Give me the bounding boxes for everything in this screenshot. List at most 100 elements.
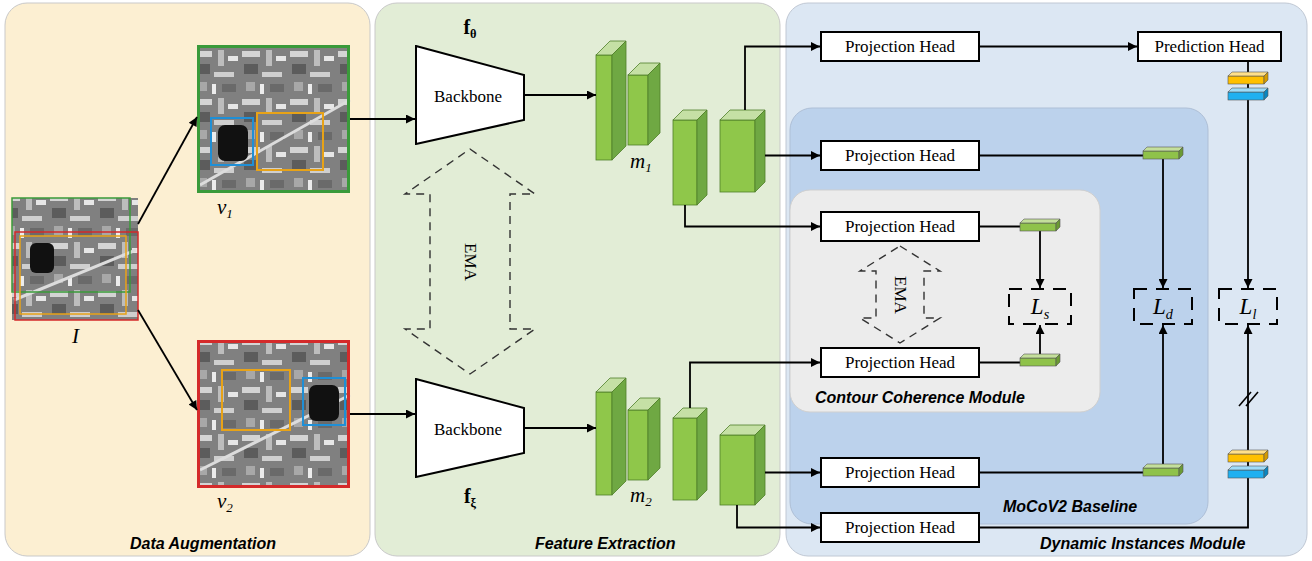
connector-arrow bbox=[765, 472, 820, 474]
module-panel: MoCoV2 BaselineProjection HeadContour Co… bbox=[790, 108, 1208, 524]
block-side bbox=[648, 63, 660, 145]
box-label: Projection Head bbox=[845, 463, 955, 483]
variable-label: I bbox=[72, 325, 79, 347]
instance-box bbox=[257, 113, 323, 170]
variable-label: m2 bbox=[630, 484, 652, 506]
connector-arrow bbox=[525, 94, 596, 96]
connector-arrow bbox=[765, 155, 820, 157]
module-panel: Dynamic Instances ModuleProjection HeadP… bbox=[786, 3, 1307, 556]
instance-box bbox=[211, 118, 253, 165]
backbone-encoder: Backbonefξ bbox=[415, 378, 525, 478]
head-box: Projection Head bbox=[820, 347, 980, 378]
backbone-encoder: fθBackbone bbox=[415, 45, 525, 145]
vector-top bbox=[1228, 466, 1268, 470]
green-vector bbox=[1020, 219, 1060, 231]
overlap-box bbox=[20, 236, 126, 314]
block-side bbox=[755, 110, 765, 192]
ema-double-arrow bbox=[860, 246, 940, 343]
head-box: Projection Head bbox=[820, 211, 980, 242]
head-box: Prediction Head bbox=[1137, 31, 1282, 62]
vector-side bbox=[1056, 354, 1060, 366]
vector-front bbox=[1228, 454, 1264, 462]
vector-side bbox=[1264, 88, 1268, 100]
block-front bbox=[628, 75, 648, 145]
subscript: d bbox=[1166, 305, 1173, 321]
image-view: v2 bbox=[197, 340, 350, 488]
connector-arrow bbox=[138, 117, 197, 224]
image-I bbox=[12, 198, 138, 320]
vector-top bbox=[1020, 219, 1060, 223]
view-border bbox=[199, 47, 349, 192]
vector-front bbox=[1228, 76, 1264, 84]
module-panel: Data Augmentation Iv1 v2 bbox=[5, 3, 370, 556]
block-side bbox=[697, 408, 707, 500]
panel-title: MoCoV2 Baseline bbox=[1003, 498, 1137, 516]
vector-top bbox=[1228, 450, 1268, 454]
subscript: θ bbox=[470, 27, 476, 41]
subscript: 2 bbox=[645, 494, 652, 509]
panel-title: Feature Extraction bbox=[535, 535, 675, 553]
encoder-shape bbox=[416, 379, 524, 477]
connector-arrow bbox=[745, 47, 820, 111]
green-vector bbox=[1143, 147, 1183, 159]
block-front bbox=[673, 418, 697, 500]
crop-box bbox=[12, 198, 130, 292]
module-panel: Contour Coherence ModuleProjection HeadL… bbox=[790, 190, 1100, 412]
subscript: 1 bbox=[226, 206, 233, 221]
vector-top bbox=[1143, 147, 1183, 151]
road bbox=[200, 100, 350, 185]
image-v1 bbox=[197, 45, 350, 193]
yellow-vector bbox=[1228, 450, 1268, 462]
crop-box bbox=[15, 232, 138, 320]
dashed-frame bbox=[1134, 289, 1192, 324]
blue-vector bbox=[1228, 466, 1268, 478]
variable-label: v1 bbox=[217, 196, 233, 218]
block-side bbox=[755, 425, 765, 505]
ema-double-arrow bbox=[405, 149, 535, 374]
feature-blocks-m2 bbox=[596, 378, 765, 505]
head-box: Projection Head bbox=[820, 31, 980, 62]
vector-top bbox=[1020, 354, 1060, 358]
connector-arrow bbox=[737, 505, 820, 528]
head-box: Projection Head bbox=[820, 457, 980, 488]
satellite-image bbox=[197, 340, 350, 488]
loss-label: Ll bbox=[1240, 295, 1257, 319]
box-label: Projection Head bbox=[845, 146, 955, 166]
box-label: Projection Head bbox=[845, 217, 955, 237]
panel-ground bbox=[5, 3, 370, 556]
pond bbox=[309, 385, 339, 421]
pond bbox=[218, 125, 248, 161]
vector-side bbox=[1056, 219, 1060, 231]
connector-arrow bbox=[980, 156, 1163, 289]
edge-label: EMA bbox=[461, 243, 479, 281]
vector-side bbox=[1264, 466, 1268, 478]
subscript: 1 bbox=[645, 160, 652, 175]
block-front bbox=[673, 120, 697, 205]
connector-arrow bbox=[525, 427, 596, 429]
box-label: Projection Head bbox=[845, 37, 955, 57]
block-side bbox=[612, 41, 626, 160]
vector-front bbox=[1143, 468, 1179, 476]
panel-title: Data Augmentation bbox=[130, 535, 276, 553]
panel-ground bbox=[375, 3, 780, 556]
yellow-vector bbox=[1228, 72, 1268, 84]
variable-label: m1 bbox=[630, 150, 652, 172]
subscript: l bbox=[1252, 305, 1256, 321]
box-label: Prediction Head bbox=[1155, 37, 1265, 57]
slash bbox=[1239, 392, 1251, 406]
pond bbox=[30, 243, 54, 273]
connector-arrow bbox=[980, 227, 1040, 289]
vector-front bbox=[1020, 358, 1056, 366]
vector-side bbox=[1179, 464, 1183, 476]
module-panel: Feature Extraction fθBackbone m1Backbonefξ… bbox=[375, 3, 780, 556]
block-front bbox=[596, 392, 612, 495]
image-v2 bbox=[197, 340, 350, 488]
feature-maps: m2 bbox=[596, 378, 765, 505]
feature-blocks-m1 bbox=[596, 41, 765, 205]
image-view: I bbox=[12, 198, 138, 320]
head-box: Projection Head bbox=[820, 140, 980, 171]
vector-top bbox=[1228, 72, 1268, 76]
subscript: ξ bbox=[471, 496, 477, 510]
loss-label: Ls bbox=[1031, 295, 1049, 319]
subscript: 2 bbox=[226, 500, 233, 515]
